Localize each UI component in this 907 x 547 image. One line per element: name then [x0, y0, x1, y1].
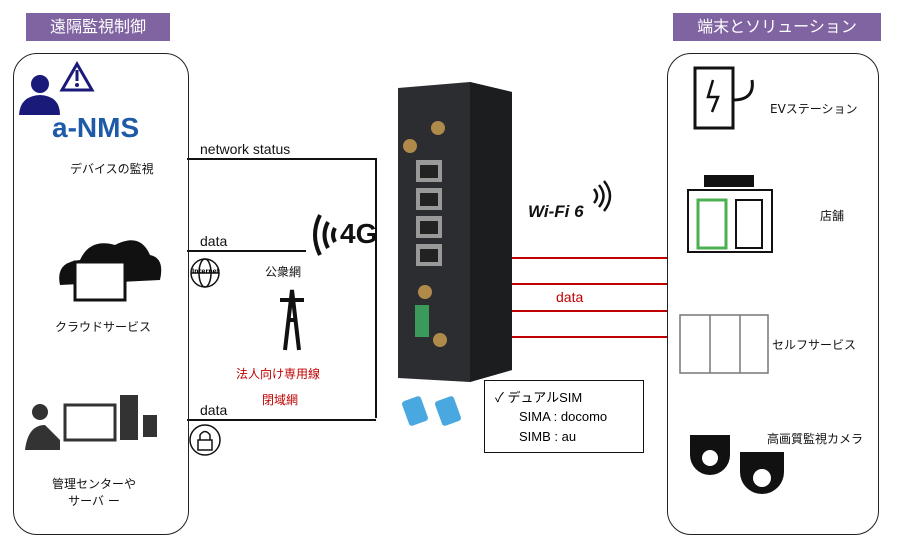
self-service-label: セルフサービス — [772, 338, 857, 352]
dual-sim-text: デュアルSIM — [507, 390, 583, 405]
sim-b: SIMB : au — [519, 429, 577, 444]
check-icon: ✓ — [495, 390, 504, 405]
private-line-label: 法人向け専用線 — [236, 367, 321, 381]
sim-a: SIMA : docomo — [519, 409, 608, 424]
data-label-bottom: data — [200, 402, 228, 418]
4g-label: 4G — [340, 218, 378, 249]
tower-icon — [280, 289, 304, 351]
data-label-red: data — [556, 289, 584, 305]
router-image — [398, 82, 512, 382]
closed-network-label: 閉域網 — [262, 393, 299, 407]
camera-icon — [690, 435, 784, 494]
label-line1: 管理センターや — [52, 477, 137, 491]
right-section-title: 端末とソリューション — [673, 13, 881, 41]
self-service-icon — [679, 314, 769, 374]
sim-cards-icon — [402, 396, 461, 426]
dual-sim-box: ✓ デュアルSIM SIMA : docomo SIMB : au — [484, 380, 644, 453]
lock-globe-icon — [189, 424, 221, 456]
left-section-title: 遠隔監視制御 — [26, 13, 170, 41]
network-status-label: network status — [200, 141, 291, 157]
public-network-label: 公衆網 — [265, 265, 302, 279]
label-line2: サーバ ー — [68, 494, 120, 508]
data-label-top: data — [200, 233, 228, 249]
signal-4g-icon — [313, 214, 337, 256]
device-monitoring-label: デバイスの監視 — [70, 162, 154, 176]
monitor-icon — [73, 260, 127, 302]
shop-label: 店舗 — [820, 209, 845, 223]
person-icon — [19, 75, 60, 115]
network-status-line — [187, 158, 377, 418]
management-center-label: 管理センターやサーバ ー — [52, 475, 136, 509]
a-nms-logo: a-NMS — [52, 112, 140, 143]
dual-sim-title: ✓ デュアルSIM — [495, 387, 582, 406]
wifi6-label: Wi-Fi 6 — [528, 202, 584, 221]
camera-label: 高画質監視カメラ — [767, 432, 864, 446]
ev-station-icon — [693, 66, 754, 130]
wifi-icon — [593, 180, 612, 212]
globe-icon — [190, 258, 220, 288]
internet-label: Internet — [192, 268, 220, 275]
remote-monitoring-panel — [13, 53, 189, 535]
warning-icon — [59, 60, 95, 92]
ev-station-label: EVステーション — [770, 102, 858, 116]
shop-icon — [687, 175, 773, 253]
cloud-service-label: クラウドサービス — [55, 320, 152, 334]
admin-server-icon — [25, 395, 157, 450]
solutions-panel — [667, 53, 879, 535]
